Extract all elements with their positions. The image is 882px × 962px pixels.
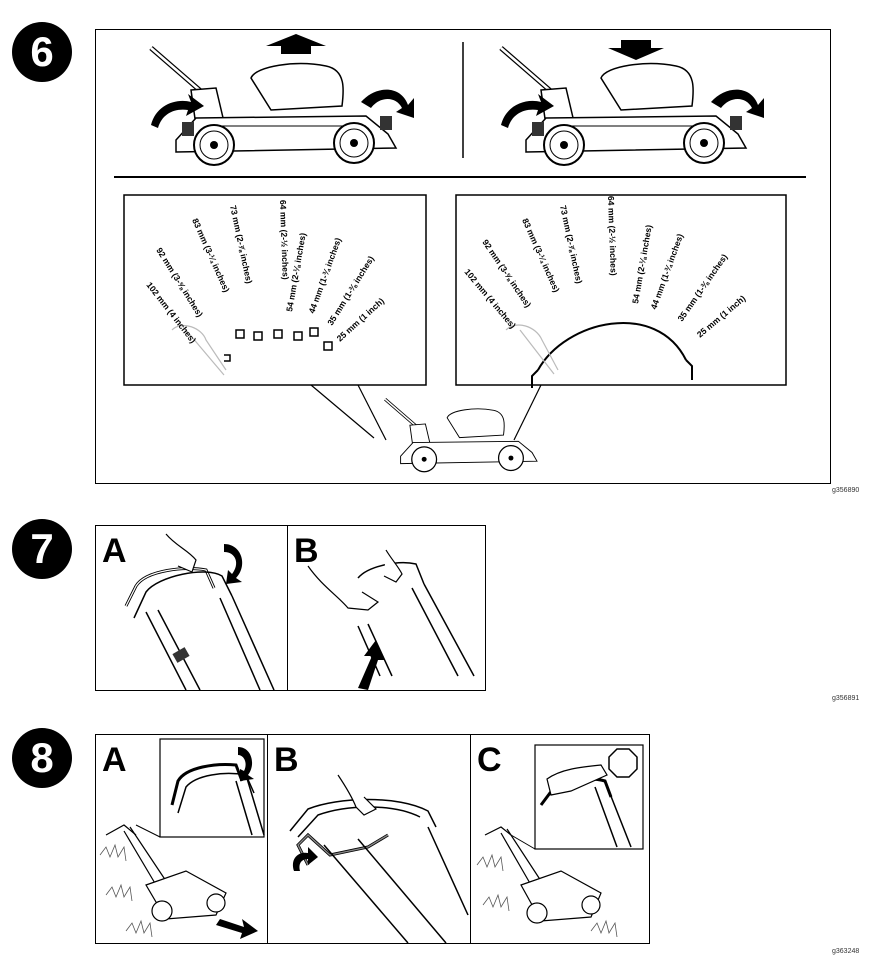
step-8-panel-c: C <box>470 734 650 944</box>
rotate-arrow-icon-right-1 <box>501 94 554 128</box>
step-8-number: 8 <box>30 734 54 781</box>
step-8-panel-a: A <box>95 734 269 944</box>
mower-bottom-center <box>384 397 538 473</box>
step-7-badge: 7 <box>12 519 72 579</box>
arrow-right-icon <box>216 919 258 939</box>
figure-code-8: g363248 <box>832 948 860 955</box>
height-label-left-64: 64 mm (2-½ inches) <box>278 200 291 280</box>
step-7-a-illustration <box>124 533 275 690</box>
height-slot-arc <box>537 322 687 371</box>
rotate-arrow-icon <box>224 544 243 584</box>
step-6-badge: 6 <box>12 22 72 82</box>
rotate-arrow-icon-left-2 <box>361 89 414 118</box>
step-6-illustration: 102 mm (4 inches) 92 mm (3-⅝ inches) 83 … <box>114 34 806 473</box>
rotate-arrow-icon-right-2 <box>711 89 764 118</box>
figure-code-7: g356891 <box>832 695 860 702</box>
height-zoom-box-right <box>455 194 787 386</box>
step-8-badge: 8 <box>12 728 72 788</box>
step-8-b-illustration <box>289 774 469 943</box>
step-8-panel-label-b: B <box>274 741 299 779</box>
step-8-panel-b: B <box>267 734 472 944</box>
step-7-panel-label-b: B <box>294 532 319 570</box>
mower-left-raise <box>149 46 398 166</box>
height-notch-markers-left <box>224 327 333 362</box>
step-8-a-illustration <box>99 738 265 939</box>
step-7-panel-label-a: A <box>102 532 127 570</box>
step-7-panel-a: A <box>95 525 289 691</box>
step-8-panel-label-c: C <box>477 741 502 779</box>
step-7-panel-b: B <box>287 525 486 691</box>
step-6-number: 6 <box>30 28 54 75</box>
rotate-arrow-icon <box>292 847 318 871</box>
arrow-up-icon <box>358 640 384 690</box>
step-7-b-illustration <box>307 549 475 690</box>
arrow-up-icon <box>266 34 326 54</box>
stop-sign-icon <box>608 748 638 778</box>
rotate-arrow-icon <box>238 747 254 781</box>
figure-code-6: g356890 <box>832 487 860 494</box>
step-8-panel-label-a: A <box>102 741 127 779</box>
step-7-number: 7 <box>30 525 54 572</box>
height-zoom-box-left <box>123 194 427 386</box>
rotate-arrow-icon-left-1 <box>151 94 204 128</box>
step-6-panel: 102 mm (4 inches) 92 mm (3-⅝ inches) 83 … <box>95 29 831 484</box>
height-label-right-64: 64 mm (2-½ inches) <box>606 196 619 276</box>
mower-right-lower <box>499 46 748 166</box>
step-8-c-illustration <box>476 744 644 938</box>
arrow-down-icon <box>608 40 664 60</box>
